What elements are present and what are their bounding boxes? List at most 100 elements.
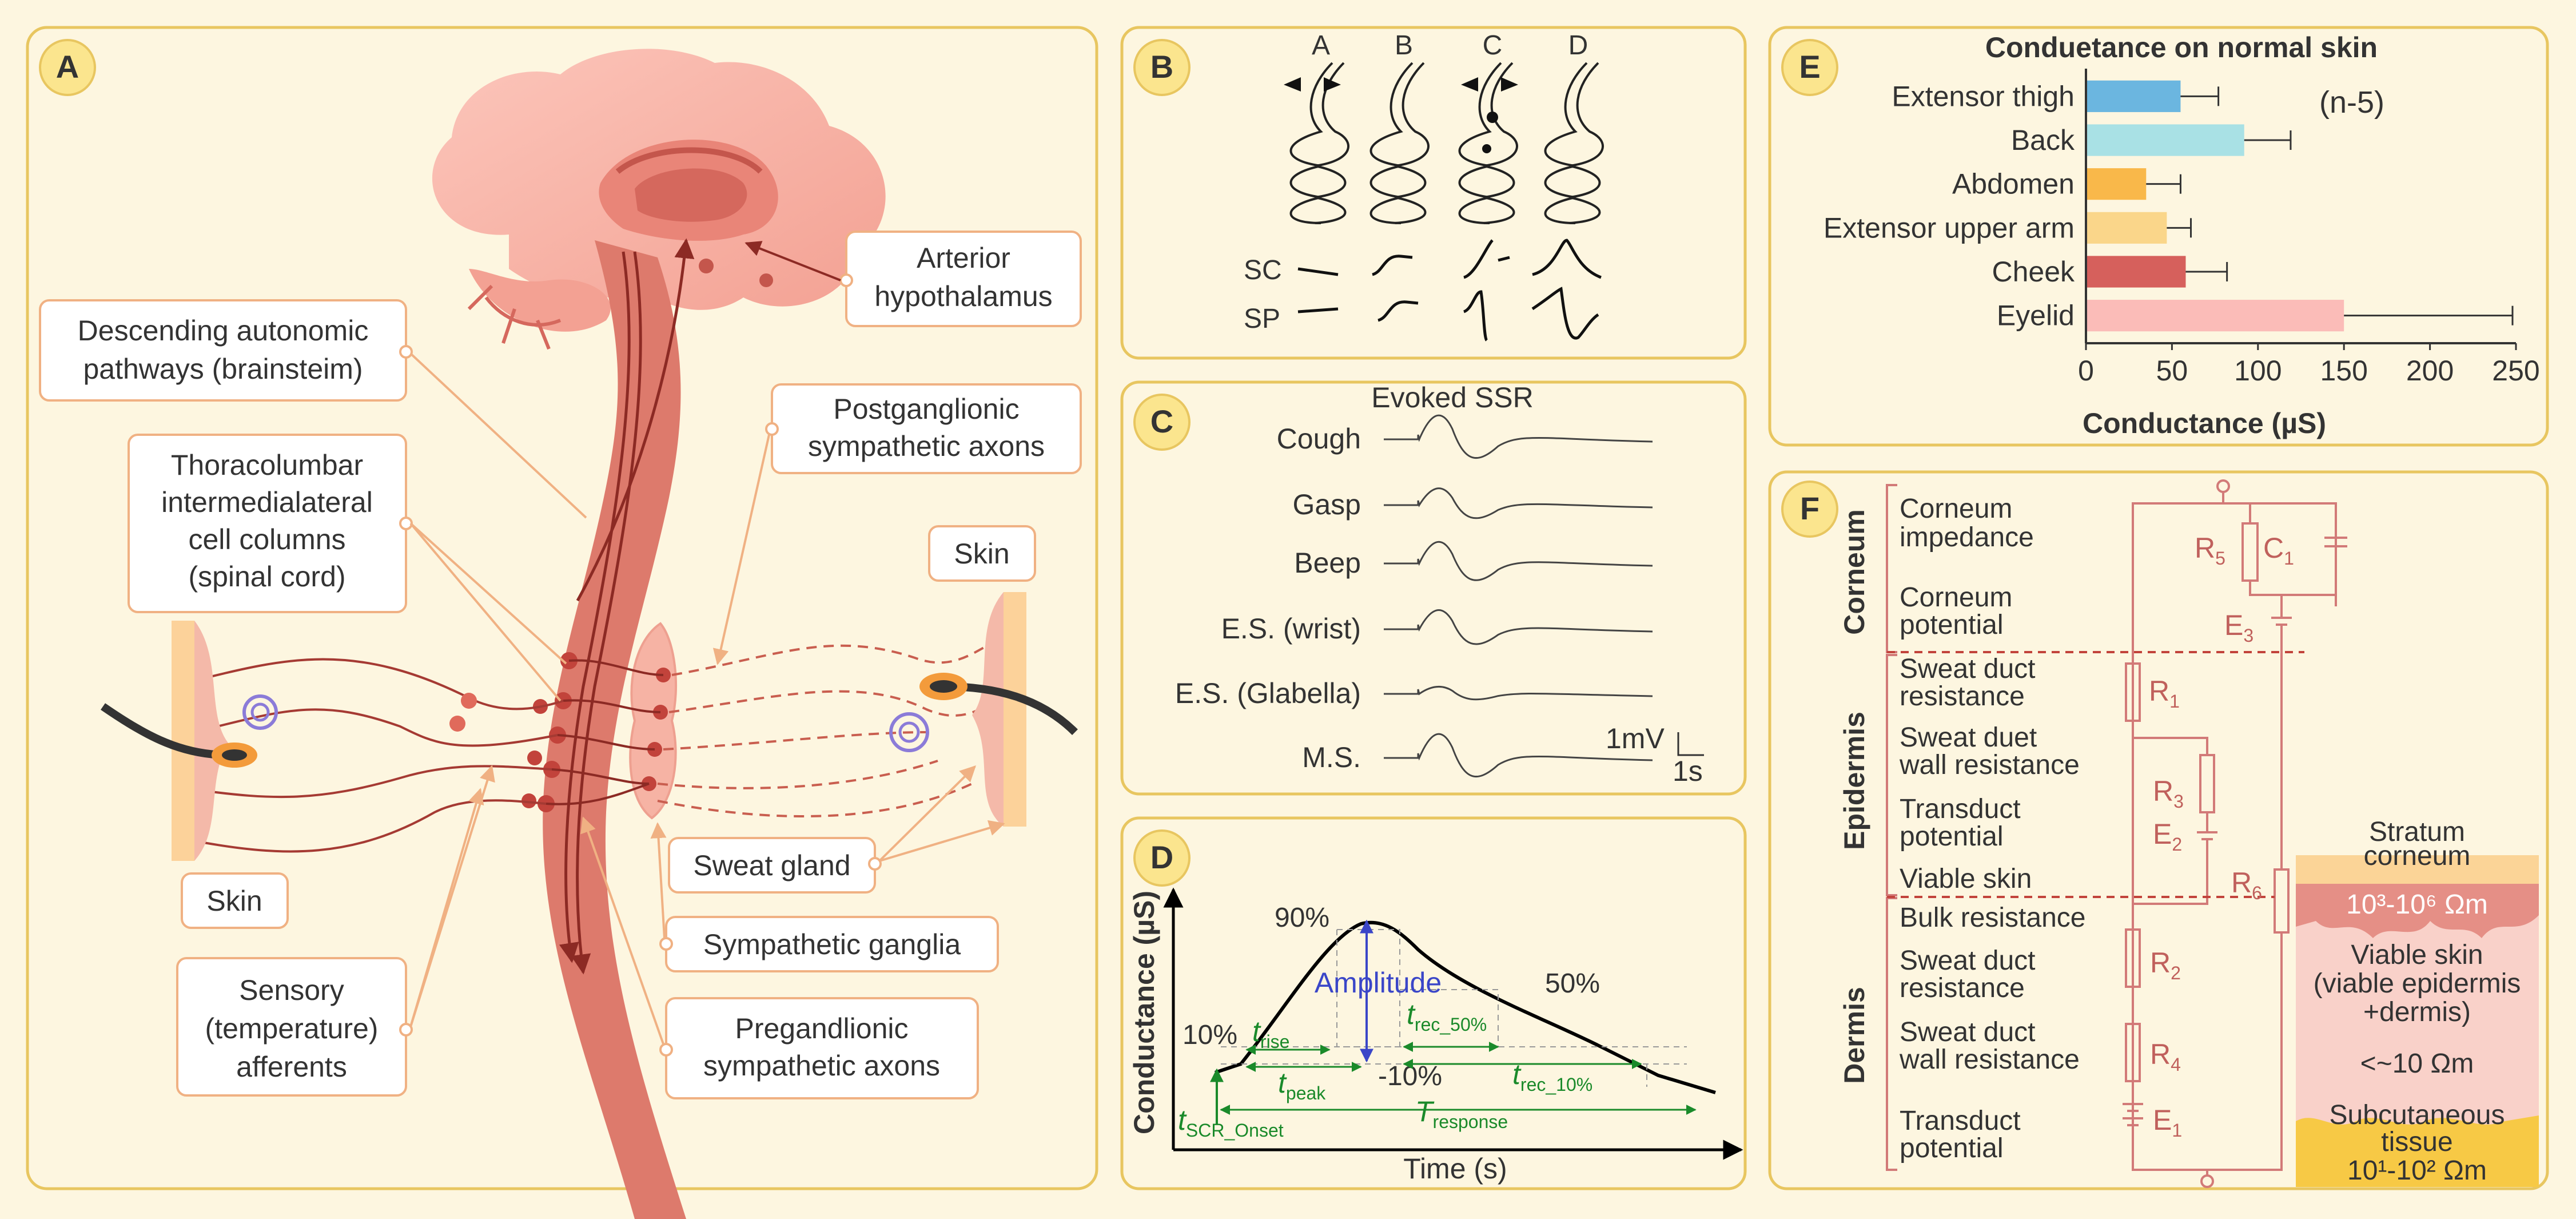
tissue-stratum-1: Stratum (2369, 817, 2465, 847)
layer-boundaries (1887, 651, 2304, 898)
chart-annotation: (n-5) (2319, 85, 2384, 120)
item-sweat-duet-wall-1: Sweat duet (1900, 722, 2037, 753)
callout-sympathetic-ganglia: Sympathetic ganglia (659, 916, 999, 972)
panel-b-frame (1120, 26, 1747, 360)
item-transduct-b-1: Transduct (1900, 1106, 2021, 1136)
callout-skin-right: Skin (928, 525, 1036, 582)
ganglia-pointer (650, 822, 667, 939)
ssr-trace (1384, 609, 1653, 645)
label-r6: R6 (2231, 867, 2262, 903)
panel-e-badge (1781, 39, 1838, 96)
callout-sensory-line2: (temperature) (205, 1012, 379, 1045)
callout-descending-line1: Descending autonomic (78, 315, 369, 347)
bar (2086, 168, 2147, 200)
item-sweat-duct-wall-b-2: wall resistance (1899, 1045, 2080, 1075)
panel-f: F Corneum Epidermis Dermis Corneum imped… (1768, 470, 2549, 1190)
panel-d-label: D (1150, 839, 1173, 875)
postganglionic-pointer (712, 434, 770, 665)
panel-a: A (26, 26, 1098, 1219)
panel-d: D Time (s) Conductance (µS) Amplitude 90… (1120, 816, 1747, 1190)
tissue-stratum-2: corneum (2364, 841, 2471, 871)
callout-hypothalamus-line1: Arterior (917, 242, 1010, 274)
callout-sensory-line1: Sensory (239, 974, 344, 1006)
spinal-tract-left (559, 251, 631, 963)
ssr-row-label: E.S. (wrist) (1221, 613, 1361, 645)
sensory-fibers (194, 658, 564, 853)
panel-f-label: F (1800, 490, 1819, 526)
sweat-col-b: B (1395, 30, 1413, 61)
ssr-row-label: Cough (1277, 423, 1361, 455)
duct-arrows (1284, 77, 1518, 153)
callout-thoracolumbar-line3: cell columns (188, 523, 345, 555)
panel-b-badge (1133, 39, 1191, 96)
callout-postganglionic-line1: Postganglionic (833, 393, 1019, 425)
pct-10: 10% (1183, 1020, 1237, 1050)
item-corneum-impedance-2: impedance (1900, 522, 2034, 553)
bar-category-label: Back (2011, 124, 2075, 156)
callout-descending: Descending autonomic pathways (brainstei… (39, 299, 413, 402)
callout-sweat-gland: Sweat gland (668, 837, 882, 894)
skin-circuit (2123, 479, 2347, 1188)
bar (2086, 300, 2344, 332)
callout-postganglionic: Postganglionic sympathetic axons (765, 383, 1082, 474)
ssr-trace (1384, 487, 1653, 519)
x-tick-label: 200 (2406, 355, 2454, 387)
ssr-trace (1384, 414, 1653, 459)
panel-f-badge (1781, 481, 1838, 538)
callout-sympathetic-ganglia-text: Sympathetic ganglia (703, 928, 961, 960)
callout-pregangl-line1: Pregandlionic (735, 1012, 909, 1045)
panel-b: B A B C D SC SP (1120, 26, 1747, 360)
callout-hypothalamus: Arterior hypothalamus (839, 231, 1082, 327)
component-labels: R5 C1 E3 R1 R3 E2 R6 R2 R4 E1 (2149, 532, 2294, 1141)
amplitude-label: Amplitude (1315, 967, 1442, 999)
bar (2086, 256, 2186, 288)
callout-skin-right-text: Skin (954, 538, 1009, 570)
item-sweat-duct-res-b-2: resistance (1900, 973, 2025, 1003)
tissue-subcutaneous-2: tissue (2381, 1127, 2452, 1157)
skin-right-illustration (889, 592, 1078, 827)
ssr-trace (1384, 686, 1653, 701)
label-e3: E3 (2224, 609, 2253, 646)
callout-thoracolumbar: Thoracolumbar intermedialateral cell col… (128, 434, 413, 613)
pct-90: 90% (1275, 903, 1329, 933)
sc-label: SC (1244, 255, 1282, 285)
item-bulk-resistance: Bulk resistance (1900, 903, 2085, 933)
sc-traces (1297, 239, 1602, 279)
callout-thoracolumbar-line1: Thoracolumbar (171, 449, 363, 481)
label-r2: R2 (2150, 947, 2181, 983)
item-transduct-1: Transduct (1900, 794, 2021, 824)
item-corneum-potential-1: Corneum (1900, 582, 2012, 613)
tissue-viable-2: (viable epidermis (2314, 968, 2521, 999)
sp-label: SP (1244, 304, 1280, 334)
sweat-col-d: D (1568, 30, 1588, 61)
x-tick-label: 0 (2078, 355, 2094, 387)
label-e1: E1 (2153, 1104, 2182, 1141)
callout-sweat-gland-text: Sweat gland (693, 849, 850, 882)
layer-epidermis: Epidermis (1838, 712, 1870, 850)
tissue-block (2296, 855, 2539, 1187)
t-onset-label: tSCR_Onset (1178, 1104, 1284, 1141)
bar-category-label: Eyelid (1997, 300, 2075, 332)
callout-pregangl-line2: sympathetic axons (703, 1050, 940, 1082)
t-rise-label: trise (1252, 1015, 1289, 1052)
callout-descending-line2: pathways (brainsteim) (83, 353, 363, 385)
scr-timing-arrows (1220, 1042, 1697, 1115)
sensory-ganglion (449, 716, 465, 732)
item-viable-skin: Viable skin (1900, 864, 2032, 894)
hypothalamus-pointer (744, 241, 841, 281)
scale-voltage: 1mV (1606, 722, 1665, 755)
pct-neg10: -10% (1378, 1061, 1442, 1091)
circuit-labels: Corneum impedance Corneum potential Swea… (1899, 494, 2085, 1164)
panel-d-frame (1120, 816, 1747, 1190)
ssr-row-label: Gasp (1292, 489, 1361, 521)
preganglionic-fibers (546, 659, 664, 805)
bar (2086, 212, 2167, 244)
panel-a-badge (39, 39, 96, 96)
t-rec10-label: trec_10% (1512, 1058, 1592, 1095)
x-tick-label: 150 (2320, 355, 2367, 387)
panel-a-label: A (56, 49, 79, 85)
